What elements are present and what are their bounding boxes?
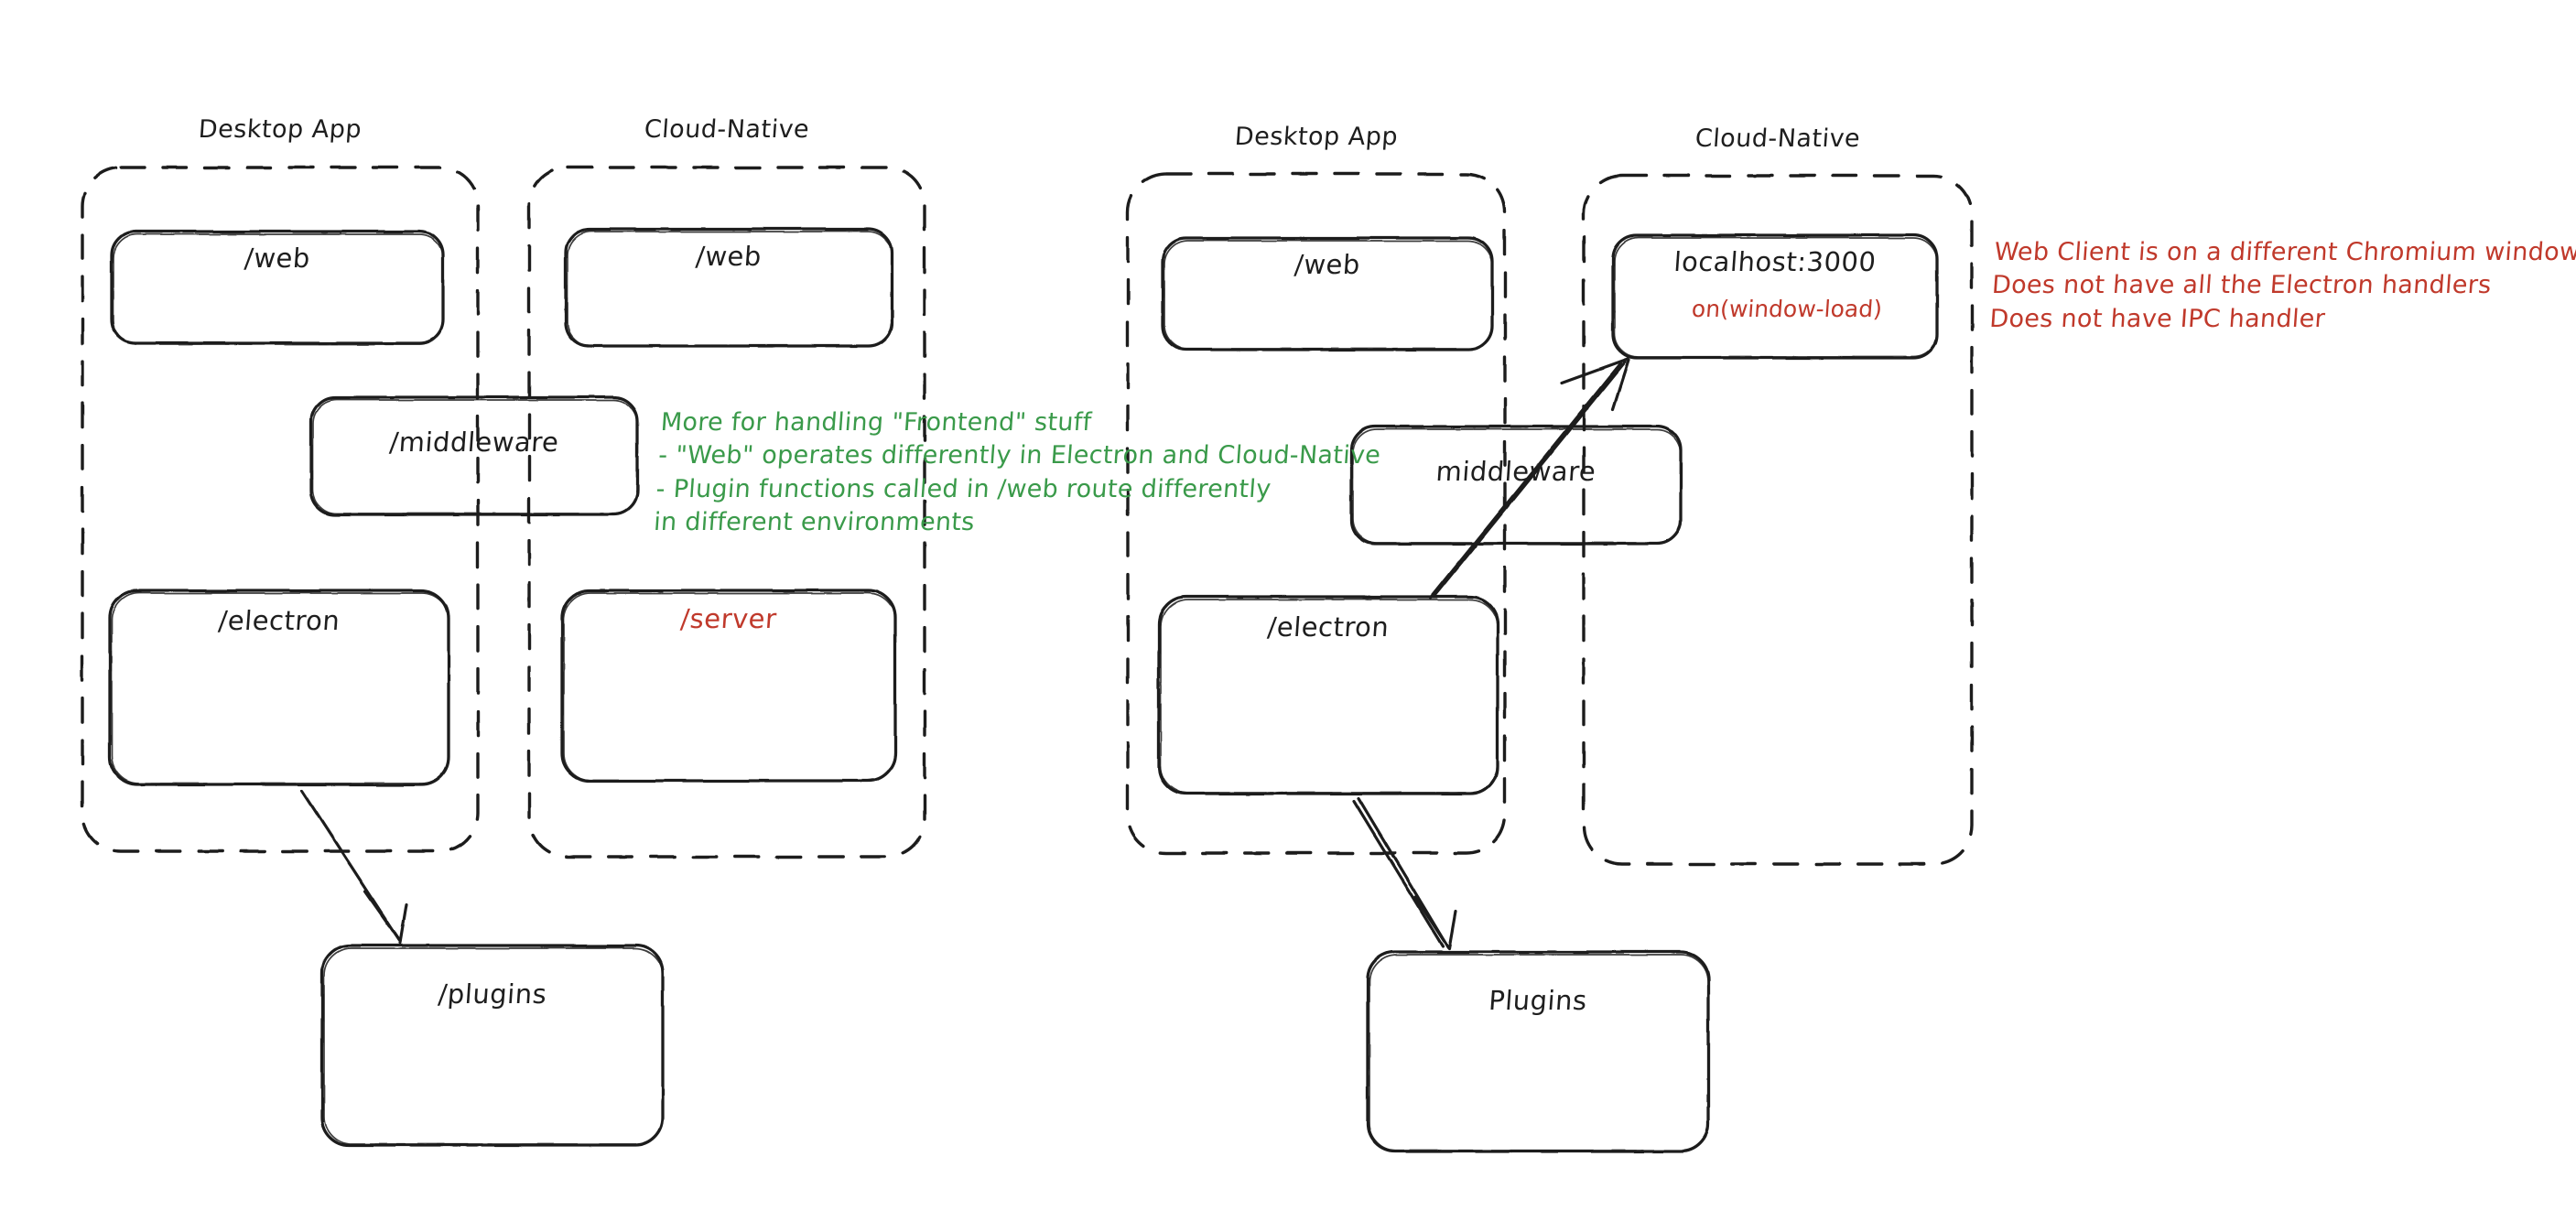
node-label-right-plugins: Plugins [1488, 985, 1588, 1016]
group-title-right-cloud: Cloud-Native [1694, 124, 1862, 153]
group-container-left-desktop [81, 166, 480, 853]
group-title-right-desktop: Desktop App [1233, 123, 1400, 151]
node-label-left-server: /server [679, 603, 778, 634]
node-sublabel-right-localhost-on-window-load: on(window-load) [1691, 296, 1883, 322]
node-label-right-electron: /electron [1266, 611, 1391, 643]
arrow-left-electron-to-plugins [300, 789, 408, 945]
group-title-left-cloud: Cloud-Native [643, 115, 811, 144]
group-container-right-desktop [1126, 172, 1507, 855]
node-right-plugins[interactable] [1366, 950, 1710, 1153]
node-label-left-plugins: /plugins [437, 978, 548, 1010]
node-left-plugins[interactable] [320, 944, 665, 1147]
annotation-web-client-note: Web Client is on a different Chromium wi… [1988, 238, 2576, 333]
node-label-left-electron: /electron [217, 605, 341, 636]
node-label-right-localhost: localhost:3000 [1672, 246, 1878, 277]
annotation-frontend-note: More for handling "Frontend" stuff - "We… [653, 408, 1382, 537]
node-label-right-middleware: middleware [1434, 456, 1597, 487]
arrow-right-electron-to-plugins [1352, 796, 1457, 950]
node-label-left-cloud-web: /web [694, 241, 763, 272]
group-title-left-desktop: Desktop App [197, 115, 363, 144]
group-container-right-cloud [1582, 174, 1974, 866]
node-label-left-desktop-web: /web [243, 243, 312, 274]
node-label-right-desktop-web: /web [1293, 249, 1362, 280]
group-container-left-cloud [527, 166, 926, 859]
arrow-right-electron-to-localhost [1429, 357, 1630, 600]
node-label-left-middleware: /middleware [388, 427, 560, 458]
